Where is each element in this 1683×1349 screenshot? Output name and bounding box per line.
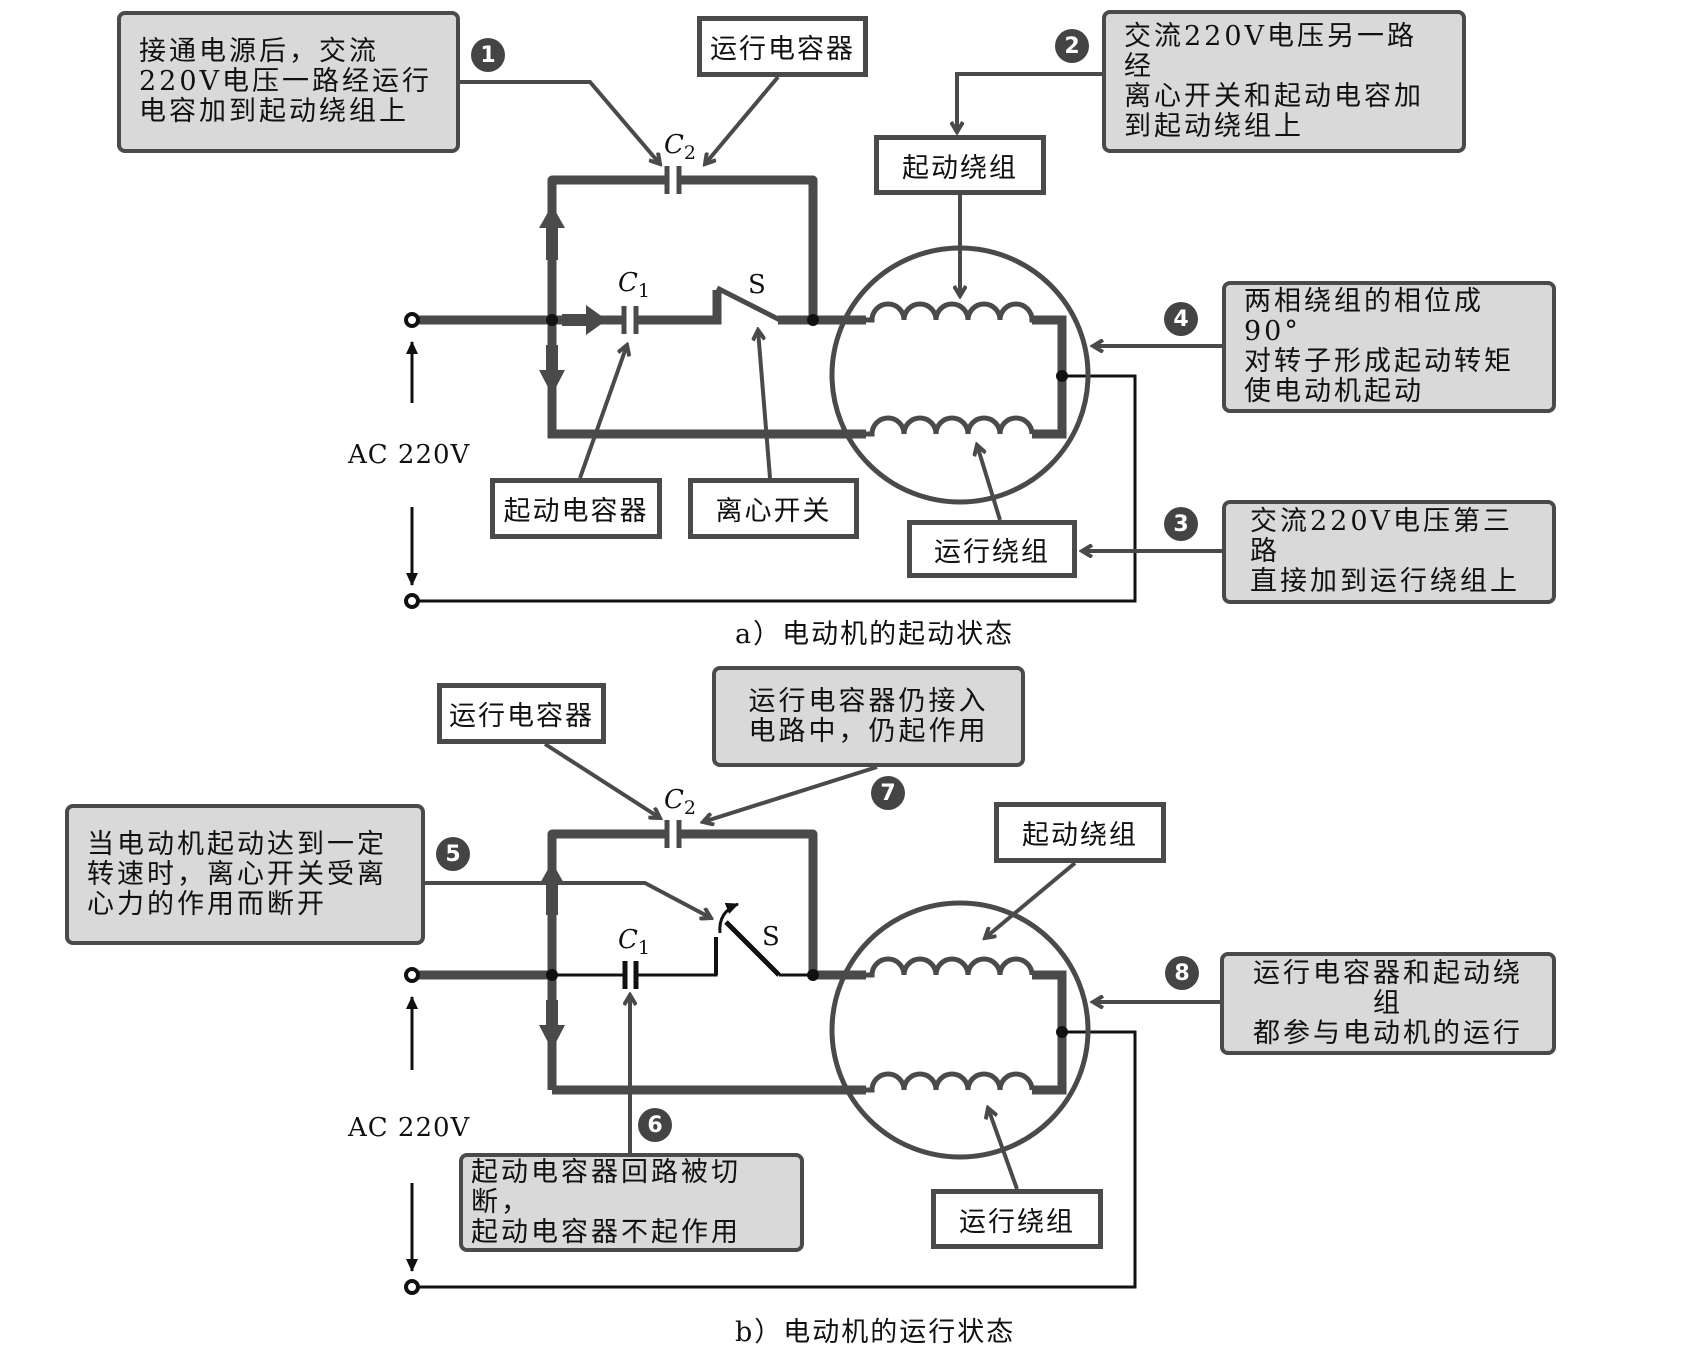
step-badge-6: 6 (638, 1108, 672, 1142)
junction-b-left (546, 969, 558, 981)
symbol-s-a: S (748, 270, 766, 300)
junction-a-motor (1056, 370, 1068, 382)
step-badge-8: 8 (1165, 956, 1199, 990)
run-winding-coil-a (866, 415, 1035, 437)
pointer-run-winding-a (977, 445, 1002, 521)
panel-a-circuit (404, 72, 1222, 609)
capacitor-c2-b (664, 820, 682, 848)
step-badge-1: 1 (471, 38, 505, 72)
ac-voltage-label-a: AC 220V (348, 440, 471, 470)
note-6-start-capacitor-cut-off: 起动电容器回路被切断， 起动电容器不起作用 (459, 1153, 804, 1252)
wire-a-top-loop (547, 175, 818, 434)
wire-a-bottom-rail (547, 429, 866, 439)
note-3-direct-to-run-winding: 交流220V电压第三路 直接加到运行绕组上 (1222, 500, 1556, 604)
note-1-start-via-run-capacitor: 接通电源后，交流 220V电压一路经运行 电容加到起动绕组上 (117, 11, 460, 153)
junction-b-motor (1056, 1026, 1068, 1038)
junction-a-left (546, 314, 558, 326)
flow-arrow-up-b (539, 862, 565, 915)
terminal-a-bottom (404, 593, 420, 609)
wire-b-neutral (418, 1030, 1137, 1289)
label-run-winding-a: 运行绕组 (907, 520, 1077, 578)
flow-arrow-down-b (539, 1000, 565, 1050)
start-winding-coil-b (866, 956, 1035, 978)
note-7-run-capacitor-still-active: 运行电容器仍接入 电路中，仍起作用 (712, 666, 1025, 767)
symbol-c2-b: C2 (664, 785, 696, 820)
pointer-7-b (703, 765, 878, 822)
pointer-run-winding-b (988, 1108, 1019, 1190)
motor-b (829, 900, 1091, 1160)
switch-a-blade (715, 285, 782, 323)
pointer-2-a (957, 72, 1102, 132)
symbol-c2-a: C2 (664, 130, 696, 165)
pointer-run-cap-a (705, 75, 780, 164)
terminal-a-top (404, 312, 420, 328)
note-8-both-participate: 运行电容器和起动绕组 都参与电动机的运行 (1220, 952, 1556, 1055)
terminal-b-bottom (404, 1279, 420, 1295)
capacitor-c2-a (664, 166, 682, 194)
wire-b-top-loop (547, 829, 818, 1090)
step-badge-3: 3 (1164, 507, 1198, 541)
junction-a-right (807, 314, 819, 326)
flow-arrow-right-a (562, 305, 607, 335)
ac-voltage-label-b: AC 220V (348, 1113, 471, 1143)
switch-b-blade (724, 920, 781, 977)
note-5-switch-opens: 当电动机起动达到一定 转速时，离心开关受离 心力的作用而断开 (65, 804, 425, 945)
junction-b-right (807, 969, 819, 981)
label-run-capacitor-b: 运行电容器 (437, 683, 606, 744)
step-badge-7: 7 (871, 776, 905, 810)
label-centrifugal-switch-a: 离心开关 (688, 478, 859, 539)
label-start-winding-b: 起动绕组 (994, 802, 1166, 863)
capacitor-c1-b (622, 961, 639, 989)
pointer-start-cap-a (578, 345, 627, 479)
pointer-5-b (425, 881, 711, 918)
note-4-phase-90-degrees: 两相绕组的相位成90° 对转子形成起动转矩 使电动机起动 (1222, 281, 1556, 413)
pointer-run-cap-b (543, 742, 660, 818)
label-run-winding-b: 运行绕组 (931, 1189, 1103, 1249)
step-badge-5: 5 (436, 837, 470, 871)
panel-b-circuit (404, 742, 1220, 1295)
symbol-s-b: S (762, 922, 780, 952)
start-winding-coil-a (866, 301, 1065, 437)
label-start-winding-a: 起动绕组 (874, 135, 1046, 195)
flow-arrow-down-a (539, 345, 565, 395)
capacitor-c1-a (621, 306, 639, 334)
label-run-capacitor-a: 运行电容器 (697, 16, 868, 77)
run-winding-coil-b (866, 1071, 1035, 1093)
step-badge-4: 4 (1164, 302, 1198, 336)
switch-b-open-arc-icon (718, 902, 739, 934)
step-badge-2: 2 (1055, 29, 1089, 63)
label-start-capacitor-a: 起动电容器 (490, 478, 662, 539)
caption-panel-b: b）电动机的运行状态 (735, 1317, 1016, 1348)
symbol-c1-a: C1 (618, 268, 650, 303)
flow-arrow-up-a (539, 205, 565, 260)
pointer-start-winding-b (985, 861, 1077, 938)
note-2-start-via-switch: 交流220V电压另一路经 离心开关和起动电容加 到起动绕组上 (1102, 10, 1466, 153)
caption-panel-a: a）电动机的起动状态 (735, 619, 1015, 650)
terminal-b-top (404, 967, 420, 983)
wire-a-neutral (418, 374, 1137, 603)
pointer-switch-a (758, 330, 772, 479)
pointer-1-a (458, 80, 660, 164)
symbol-c1-b: C1 (618, 925, 650, 960)
